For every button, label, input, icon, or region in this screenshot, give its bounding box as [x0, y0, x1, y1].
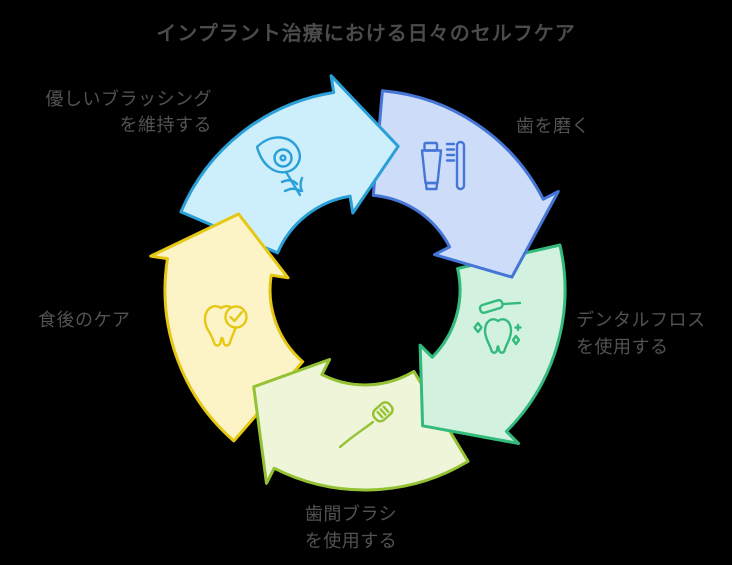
- feather-icon: [255, 136, 304, 197]
- cycle-arrow-brush-teeth: [371, 89, 560, 279]
- label-line: を維持する: [119, 115, 212, 135]
- label-brush-teeth: 歯を磨く: [516, 113, 590, 139]
- label-line: を使用する: [576, 337, 669, 357]
- label-dental-floss: デンタルフロス を使用する: [576, 307, 706, 361]
- label-line: 歯間ブラシ: [304, 504, 398, 524]
- label-gentle-brushing: 優しいブラッシング を維持する: [0, 86, 212, 138]
- icons-layer: [203, 136, 522, 449]
- sparkling-tooth-icon: [473, 298, 522, 354]
- cycle-arrows-layer: [149, 74, 567, 492]
- cycle-arrowhead-edge-dental-floss: [418, 343, 520, 445]
- label-after-meal-care: 食後のケア: [38, 307, 131, 333]
- tooth-check-icon: [203, 304, 248, 347]
- label-line: 食後のケア: [38, 310, 131, 330]
- cycle-arrowhead-dental-floss: [420, 345, 519, 444]
- interdental-brush-icon: [338, 401, 394, 449]
- label-line: デンタルフロス: [576, 310, 706, 330]
- cycle-arrow-interdental-brush: [252, 358, 470, 492]
- label-line: を使用する: [304, 531, 398, 551]
- label-line: 歯を磨く: [516, 116, 590, 136]
- page-title: インプラント治療における日々のセルフケア: [156, 23, 576, 45]
- label-line: 優しいブラッシング: [45, 89, 212, 109]
- toothpaste-toothbrush-icon: [420, 140, 466, 191]
- label-interdental-brush: 歯間ブラシ を使用する: [285, 501, 417, 555]
